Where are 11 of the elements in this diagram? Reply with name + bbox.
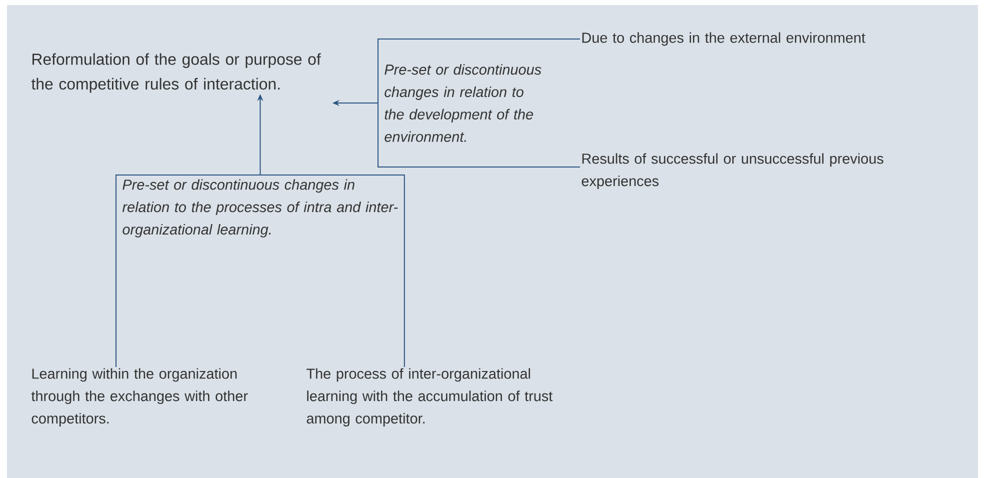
goal-text: Reformulation of the goals or purpose of the competitive rules of interaction. bbox=[31, 53, 321, 93]
factor-text: Due to changes in the external environment bbox=[582, 32, 866, 46]
factor-text: The process of inter-organizational learning with the accumulation of trust among competitor. bbox=[306, 368, 553, 426]
connector-line bbox=[378, 102, 580, 168]
connector-line bbox=[260, 174, 405, 368]
factor-text: Results of successful or unsuccessful previous experiences bbox=[582, 153, 884, 190]
factor-text: Learning within the organization through the exchanges with other competitors. bbox=[31, 368, 248, 426]
bracket-text: Pre-set or discontinuous changes in relation to the development of the environment. bbox=[384, 64, 542, 142]
connector-line bbox=[378, 38, 580, 104]
bracket-text: Pre-set or discontinuous changes in relation to the processes of intra and inter-organizational learning. bbox=[122, 179, 398, 238]
connector-line bbox=[116, 174, 261, 368]
